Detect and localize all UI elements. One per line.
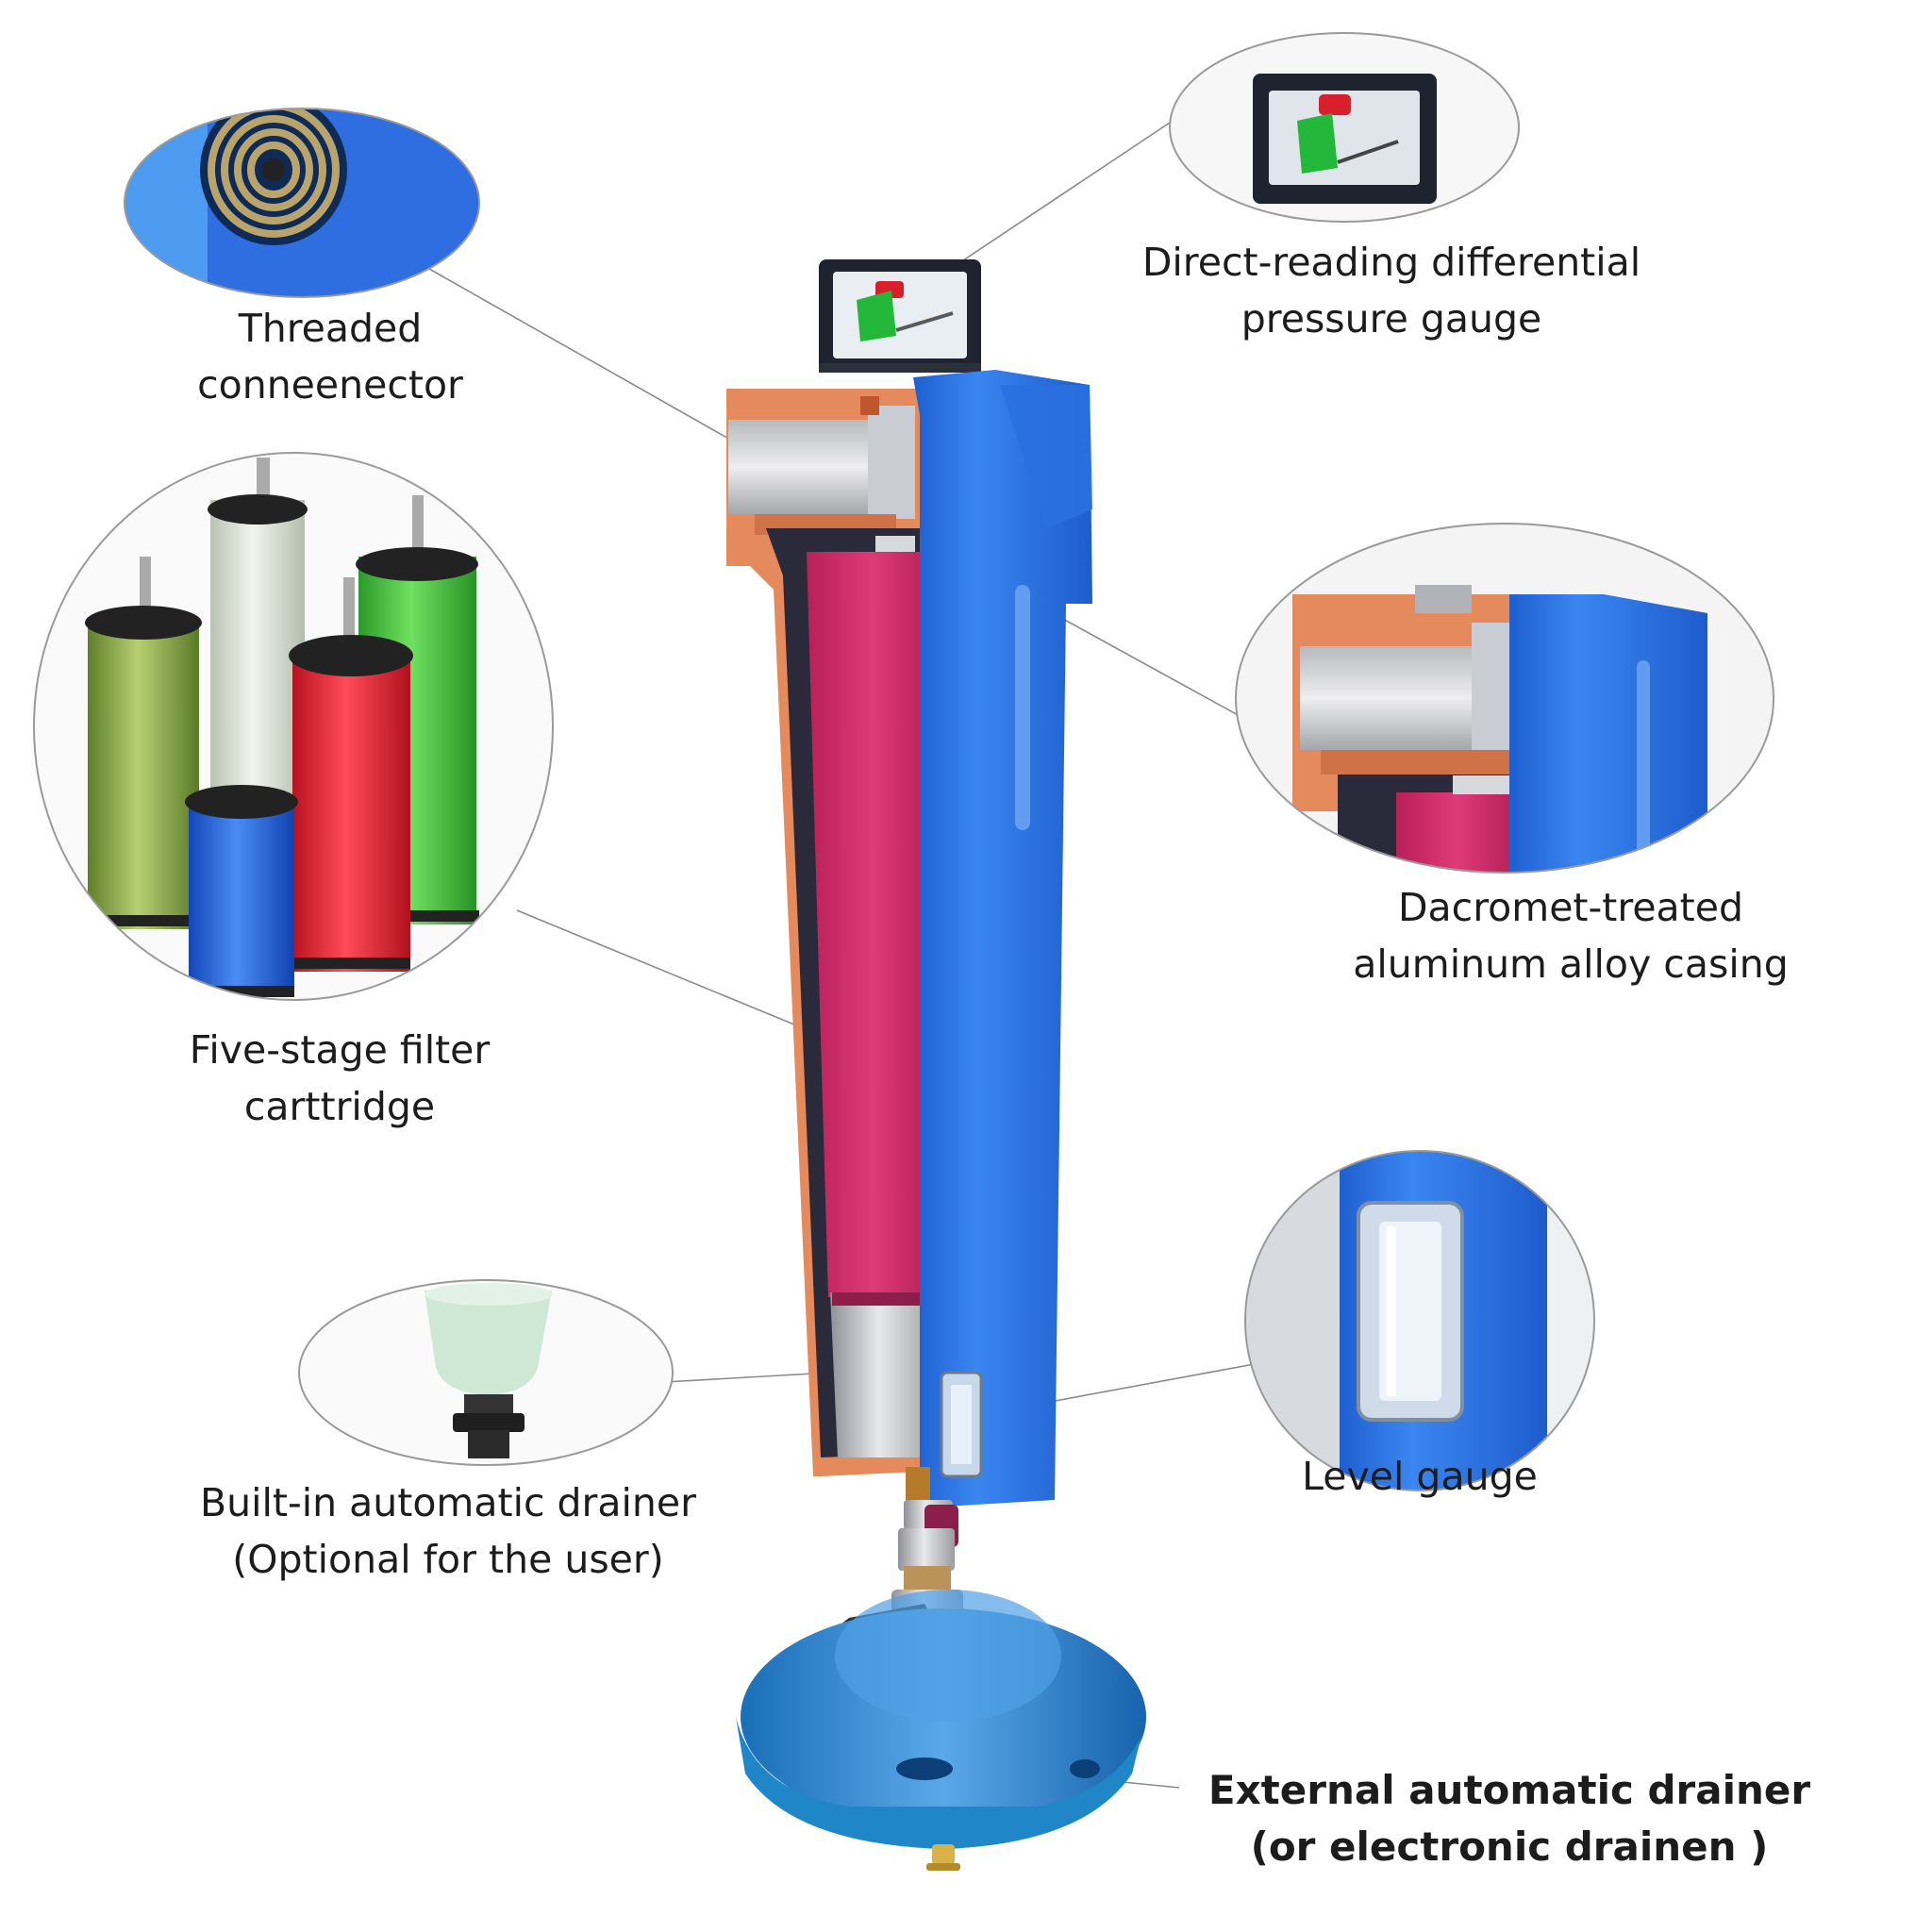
callout-cartridges [33, 452, 554, 1001]
callout-builtin-drainer [298, 1279, 674, 1466]
label-level-line1: Level gauge [1302, 1454, 1538, 1499]
label-external-line2: (or electronic drainen ) [1250, 1824, 1769, 1870]
label-builtin-line1: Built-in automatic drainer [199, 1480, 696, 1525]
external-drainer [736, 1590, 1146, 1871]
callout-pressure-gauge [1169, 32, 1520, 223]
callout-threaded-connector [124, 108, 480, 298]
label-casing-line1: Dacromet-treated [1397, 885, 1744, 930]
callout-casing [1235, 523, 1774, 874]
callout-level-gauge [1244, 1150, 1595, 1491]
label-threaded-line2: conneenector [197, 362, 463, 408]
label-casing: Dacromet-treated aluminum alloy casing [1297, 879, 1844, 992]
label-builtin-drainer: Built-in automatic drainer (Optional for… [146, 1474, 750, 1588]
label-casing-line2: aluminum alloy casing [1353, 941, 1789, 987]
label-builtin-line2: (Optional for the user) [232, 1537, 664, 1582]
label-threaded-connector: Threaded conneenector [113, 300, 547, 413]
label-gauge-line2: pressure gauge [1241, 296, 1542, 341]
label-external-drainer: External automatic drainer (or electroni… [1174, 1762, 1844, 1875]
label-pressure-gauge: Direct-reading differential pressure gau… [1090, 234, 1693, 347]
filter-housing [726, 259, 1092, 1618]
label-threaded-line1: Threaded [238, 306, 423, 351]
label-level-gauge: Level gauge [1217, 1448, 1623, 1505]
label-cartridge: Five-stage filter carttridge [113, 1022, 566, 1135]
label-external-line1: External automatic drainer [1208, 1767, 1811, 1813]
label-cartridge-line1: Five-stage filter [189, 1027, 491, 1073]
label-gauge-line1: Direct-reading differential [1141, 240, 1641, 285]
label-cartridge-line2: carttridge [243, 1084, 436, 1129]
